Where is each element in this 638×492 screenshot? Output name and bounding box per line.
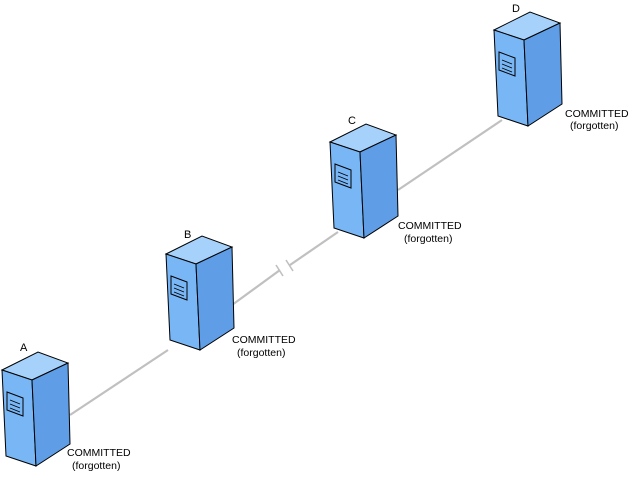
link-c-d [397, 119, 503, 191]
server-c-note: (forgotten) [404, 233, 452, 245]
link-a-b [69, 349, 169, 416]
server-b-side [195, 246, 235, 351]
server-d-note: (forgotten) [570, 120, 618, 132]
server-b-icon [164, 235, 235, 351]
server-d-icon [492, 11, 563, 127]
server-a-side [31, 362, 71, 467]
link-b-c-segment-2 [289, 231, 339, 266]
server-a-note: (forgotten) [72, 460, 120, 472]
server-b: B COMMITTED (forgotten) [164, 229, 296, 359]
server-c-front [329, 141, 365, 239]
server-d-side [523, 22, 563, 127]
link-b-c-segment-1 [231, 269, 281, 306]
server-d: D COMMITTED (forgotten) [492, 3, 629, 132]
server-b-label: B [184, 229, 191, 241]
server-a-status: COMMITTED [67, 447, 131, 459]
server-a-drive-bay [6, 391, 24, 417]
server-c-icon [328, 123, 399, 239]
server-d-drive-bay [498, 51, 516, 77]
server-a: A COMMITTED (forgotten) [0, 342, 131, 472]
server-c-side [359, 134, 399, 239]
server-b-note: (forgotten) [237, 347, 285, 359]
server-d-status: COMMITTED [565, 108, 629, 120]
server-c-drive-bay [334, 163, 352, 189]
server-b-front [165, 253, 201, 351]
server-b-status: COMMITTED [232, 334, 296, 346]
server-a-icon [0, 351, 71, 467]
links-layer [69, 119, 503, 416]
server-c-status: COMMITTED [398, 220, 462, 232]
server-d-label: D [512, 3, 520, 15]
server-c-label: C [348, 115, 356, 127]
server-a-front [1, 369, 37, 467]
link-break-marker [275, 259, 294, 277]
server-c: C COMMITTED (forgotten) [328, 115, 462, 245]
server-b-drive-bay [170, 275, 188, 301]
server-d-front [493, 29, 529, 127]
server-a-label: A [20, 342, 28, 354]
